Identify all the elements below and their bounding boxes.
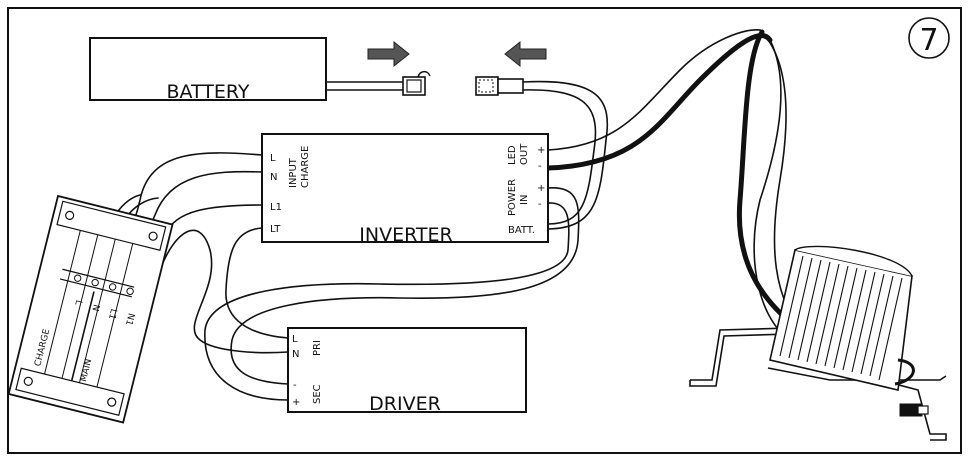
driver-terminal-n: N [292, 349, 299, 360]
inverter-power-label: POWER [507, 179, 518, 216]
inverter-label: INVERTER [359, 224, 452, 246]
battery-box [89, 37, 327, 101]
battery-connector [402, 70, 431, 96]
wire-lt-driver-l [225, 227, 289, 339]
driver-terminal-l: L [292, 334, 298, 345]
inverter-in-minus: - [538, 199, 542, 210]
batt-wire-1 [522, 80, 609, 230]
inverter-charge-label: CHARGE [300, 146, 311, 188]
frame [7, 7, 962, 454]
inverter-out-label: OUT [519, 143, 530, 165]
driver-terminal-plus: + [292, 397, 300, 408]
led-lamp [689, 245, 947, 441]
block-label-l: L [72, 299, 83, 306]
inverter-connector [475, 76, 524, 96]
inverter-batt-label: BATT. [508, 225, 535, 236]
driver-label: DRIVER [369, 393, 441, 415]
driver-terminal-minus: - [293, 380, 297, 391]
battery-label: BATTERY [166, 81, 249, 103]
step-number: 7 [919, 23, 938, 58]
led-cable-1 [753, 39, 791, 341]
inverter-terminal-lt: LT [270, 224, 281, 235]
block-label-n: N [89, 303, 100, 312]
inverter-led-label: LED [507, 145, 518, 165]
batt-wire-2 [522, 89, 597, 225]
inverter-terminal-l1: L1 [270, 202, 282, 213]
inverter-led-plus: + [537, 145, 545, 156]
wire-driver-n [159, 229, 289, 354]
inverter-in-plus: + [537, 183, 545, 194]
led-cable-2 [736, 29, 803, 333]
inverter-box [261, 133, 549, 243]
power-in-minus [204, 202, 570, 401]
led-cable-black [545, 33, 773, 171]
arrow-right-icon [367, 40, 410, 68]
step-circle [908, 17, 950, 59]
inverter-in-label: IN [519, 195, 530, 205]
led-cable-grey-1 [547, 29, 761, 151]
inverter-terminal-n: N [270, 172, 277, 183]
driver-pri-label: PRI [312, 340, 323, 356]
block-label-n1: N1 [123, 312, 136, 327]
driver-box [287, 327, 527, 413]
terminal-block: L N L1 N1 CHARGE MAIN [7, 194, 174, 424]
arrow-left-icon [504, 40, 547, 68]
driver-sec-label: SEC [312, 384, 323, 404]
inverter-terminal-l: L [270, 153, 276, 164]
inverter-led-minus: - [538, 161, 542, 172]
wires [105, 29, 811, 401]
inverter-input-label: INPUT [288, 157, 299, 188]
block-label-l1: L1 [106, 308, 118, 321]
